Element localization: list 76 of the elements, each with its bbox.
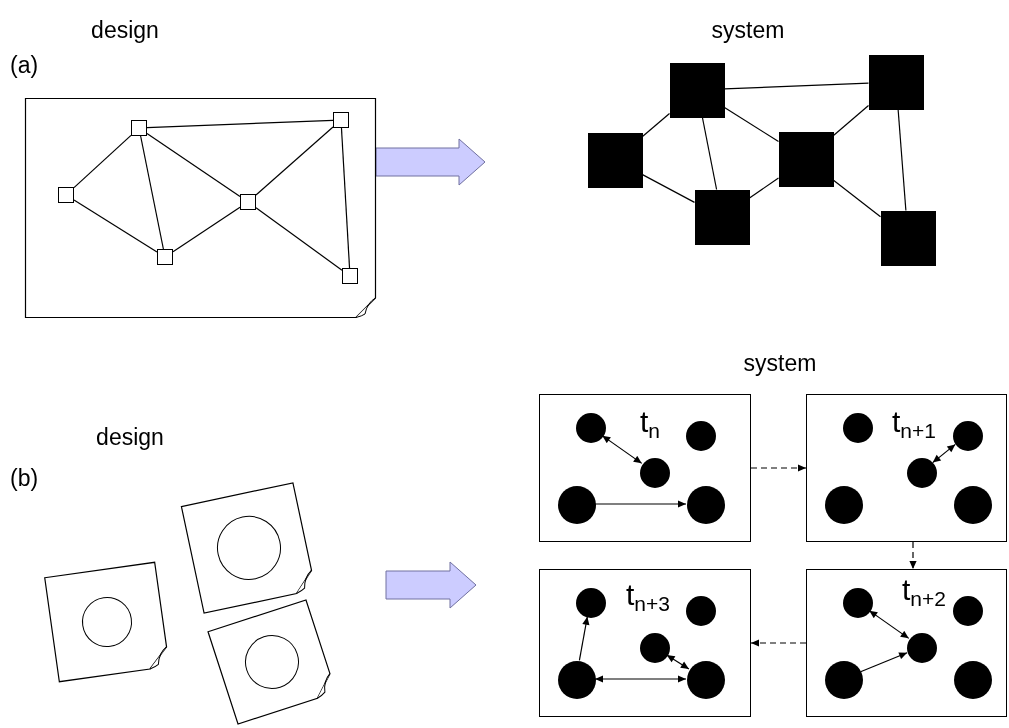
arrow	[750, 639, 807, 647]
time-step-label: t$_{n+2}$	[902, 575, 946, 609]
panel-letter: (b)	[10, 464, 39, 492]
square-node	[157, 249, 173, 265]
dot-node	[954, 486, 992, 524]
connector-line	[832, 179, 882, 218]
section-heading: design	[96, 423, 164, 451]
filled-square-node	[880, 210, 936, 266]
connector-line	[255, 126, 334, 196]
connector-line	[73, 199, 158, 253]
dot-node	[953, 596, 983, 626]
state-panel	[806, 569, 1007, 717]
arrow	[932, 443, 956, 464]
arrow	[909, 541, 917, 570]
connector-line	[723, 82, 870, 90]
panel-letter: (a)	[10, 51, 39, 79]
connector-line	[723, 106, 780, 143]
section-heading: design	[91, 16, 159, 44]
arrow	[578, 616, 590, 661]
connector-line	[146, 132, 241, 198]
connector-line	[641, 112, 671, 138]
connector-line	[701, 116, 718, 191]
filled-square-node	[669, 62, 725, 118]
time-step-label: t$_{n}$	[640, 407, 661, 441]
section-heading: system	[743, 349, 817, 377]
filled-square-node	[694, 189, 750, 245]
dot-node	[576, 413, 606, 443]
connector-line	[140, 135, 164, 250]
square-node	[131, 120, 147, 136]
state-panel	[806, 394, 1007, 542]
dot-node	[686, 596, 716, 626]
square-node	[342, 268, 358, 284]
dot-node	[907, 458, 937, 488]
arrow	[860, 652, 908, 673]
state-panel	[539, 394, 751, 542]
connector-line	[255, 207, 343, 271]
connector-line	[832, 104, 870, 137]
dot-node	[640, 633, 670, 663]
square-node	[58, 187, 74, 203]
dot-node	[558, 486, 596, 524]
arrow	[594, 675, 687, 683]
filled-square-node	[868, 54, 924, 110]
connector-line	[146, 119, 334, 129]
square-node	[333, 112, 349, 128]
dot-node	[843, 588, 873, 618]
arrow	[594, 500, 687, 508]
dot-node	[907, 633, 937, 663]
connector-line	[748, 177, 780, 199]
filled-square-node	[587, 132, 643, 188]
arrow	[601, 435, 643, 464]
time-step-label: t$_{n+1}$	[892, 407, 936, 441]
square-node	[240, 194, 256, 210]
filled-square-node	[778, 131, 834, 187]
dot-node	[687, 486, 725, 524]
state-panel	[539, 569, 751, 717]
time-step-label: t$_{n+3}$	[626, 580, 670, 614]
arrow	[868, 610, 910, 639]
connector-line	[172, 206, 241, 253]
arrow	[750, 464, 807, 472]
dot-node	[954, 661, 992, 699]
connector-line	[641, 174, 696, 203]
section-heading: system	[711, 16, 785, 44]
dot-node	[953, 421, 983, 451]
connector-line	[73, 134, 132, 189]
connector-line	[897, 108, 907, 212]
connector-line	[340, 127, 351, 269]
dot-node	[558, 661, 596, 699]
dot-node	[640, 458, 670, 488]
dot-node	[825, 661, 863, 699]
arrow	[666, 654, 690, 670]
dot-node	[686, 421, 716, 451]
dot-node	[843, 413, 873, 443]
dot-node	[576, 588, 606, 618]
dot-node	[825, 486, 863, 524]
block-arrow	[375, 138, 486, 186]
dot-node	[687, 661, 725, 699]
